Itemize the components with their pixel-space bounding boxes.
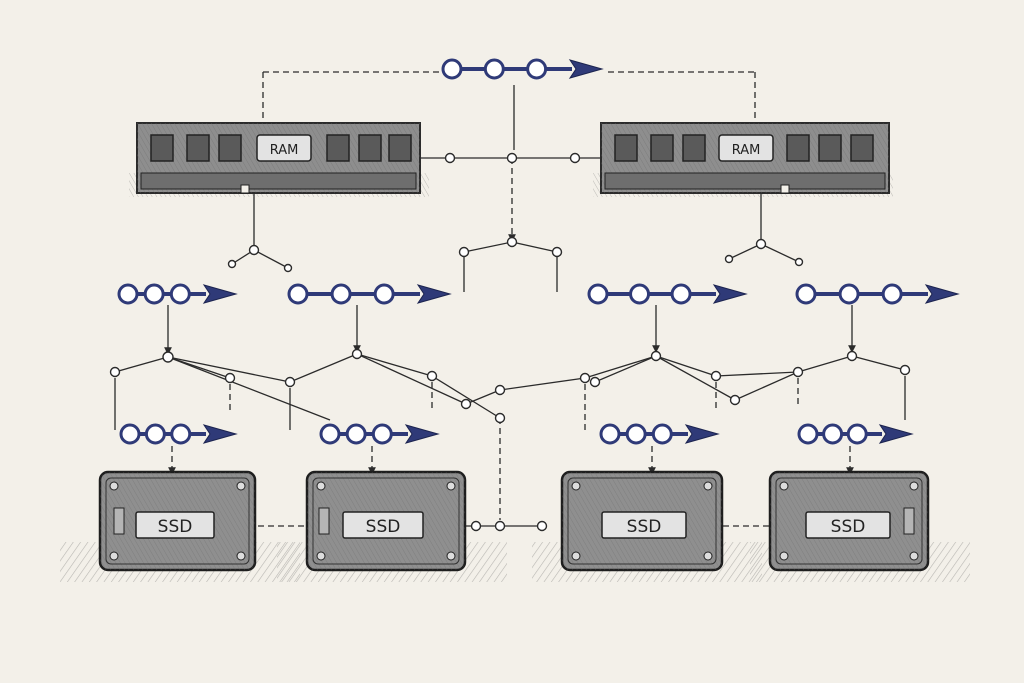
junction-node-icon: [794, 257, 804, 267]
connector-line: [594, 355, 657, 383]
junction-node-icon: [248, 244, 260, 256]
ssd-drive-icon: [750, 470, 970, 582]
junction-node-icon: [579, 372, 591, 384]
connector-line: [760, 243, 800, 263]
junction-node-icon: [284, 376, 296, 388]
junction-node-icon: [162, 351, 174, 363]
connector-line: [253, 249, 289, 269]
data-flow-arrow-icon: [795, 283, 960, 305]
junction-node-icon: [494, 412, 506, 424]
junction-node-icon: [224, 372, 236, 384]
ssd-drive-4: SSD: [750, 470, 970, 582]
connector-line: [167, 356, 331, 421]
ram-module-right: RAM: [593, 122, 893, 197]
junction-node-icon: [494, 384, 506, 396]
junction-node-icon: [536, 520, 548, 532]
junction-node-icon: [458, 246, 470, 258]
data-flow-arrow-icon: [441, 58, 604, 80]
junction-node-icon: [494, 520, 506, 532]
junction-node-icon: [792, 366, 804, 378]
junction-node-icon: [470, 520, 482, 532]
junction-node-icon: [724, 254, 734, 264]
ram-label: RAM: [270, 143, 299, 158]
data-flow-arrow-icon: [319, 423, 440, 445]
junction-node-icon: [506, 152, 518, 164]
junction-node-icon: [650, 350, 662, 362]
connector-line: [584, 355, 657, 379]
junction-node-icon: [227, 259, 237, 269]
ssd-drive-2: SSD: [277, 470, 507, 582]
data-flow-arrow-icon: [797, 423, 914, 445]
junction-node-icon: [109, 366, 121, 378]
connector-line: [851, 355, 906, 371]
connector-line: [465, 389, 501, 405]
connector-line: [715, 371, 799, 377]
connector-line: [289, 353, 358, 383]
data-flow-arrow-icon: [587, 283, 748, 305]
junction-node-icon: [710, 370, 722, 382]
connector-line: [114, 356, 169, 373]
junction-node-icon: [846, 350, 858, 362]
ssd-drive-1: SSD: [60, 470, 300, 582]
connector-line: [167, 356, 291, 383]
connector-line: [728, 243, 762, 260]
ssd-label: SSD: [831, 517, 866, 537]
connector-line: [431, 375, 501, 419]
connector-line: [734, 371, 799, 401]
connector-line: [499, 377, 586, 391]
junction-node-icon: [426, 370, 438, 382]
data-flow-arrow-icon: [117, 283, 238, 305]
data-flow-arrow-icon: [287, 283, 452, 305]
junction-node-icon: [899, 364, 911, 376]
junction-node-icon: [460, 398, 472, 410]
junction-node-icon: [283, 263, 293, 273]
connector-line: [511, 241, 558, 253]
ram-module-icon: [129, 122, 429, 197]
junction-nodes: [109, 152, 911, 532]
junction-node-icon: [551, 246, 563, 258]
connector-line: [797, 355, 853, 373]
connector-line: [356, 353, 467, 405]
junction-node-icon: [729, 394, 741, 406]
connector-line: [655, 355, 736, 401]
junction-node-icon: [755, 238, 767, 250]
connector-line: [356, 353, 433, 377]
connector-line: [463, 241, 513, 253]
junction-node-icon: [589, 376, 601, 388]
junction-node-icon: [569, 152, 581, 164]
connector-line: [655, 355, 717, 377]
ssd-drive-icon: [532, 470, 762, 582]
ram-module-left: RAM: [129, 122, 429, 197]
junction-node-icon: [506, 236, 518, 248]
ram-module-icon: [593, 122, 893, 197]
ssd-label: SSD: [158, 517, 193, 537]
flow-arrows: [117, 58, 960, 445]
ssd-drive-icon: [277, 470, 507, 582]
ssd-label: SSD: [366, 517, 401, 537]
data-flow-arrow-icon: [599, 423, 720, 445]
ssd-label: SSD: [627, 517, 662, 537]
data-flow-arrow-icon: [119, 423, 238, 445]
junction-node-icon: [444, 152, 456, 164]
ram-label: RAM: [732, 143, 761, 158]
junction-node-icon: [351, 348, 363, 360]
ssd-drive-icon: [60, 470, 300, 582]
ssd-drive-3: SSD: [532, 470, 762, 582]
connection-lines: [114, 71, 906, 527]
